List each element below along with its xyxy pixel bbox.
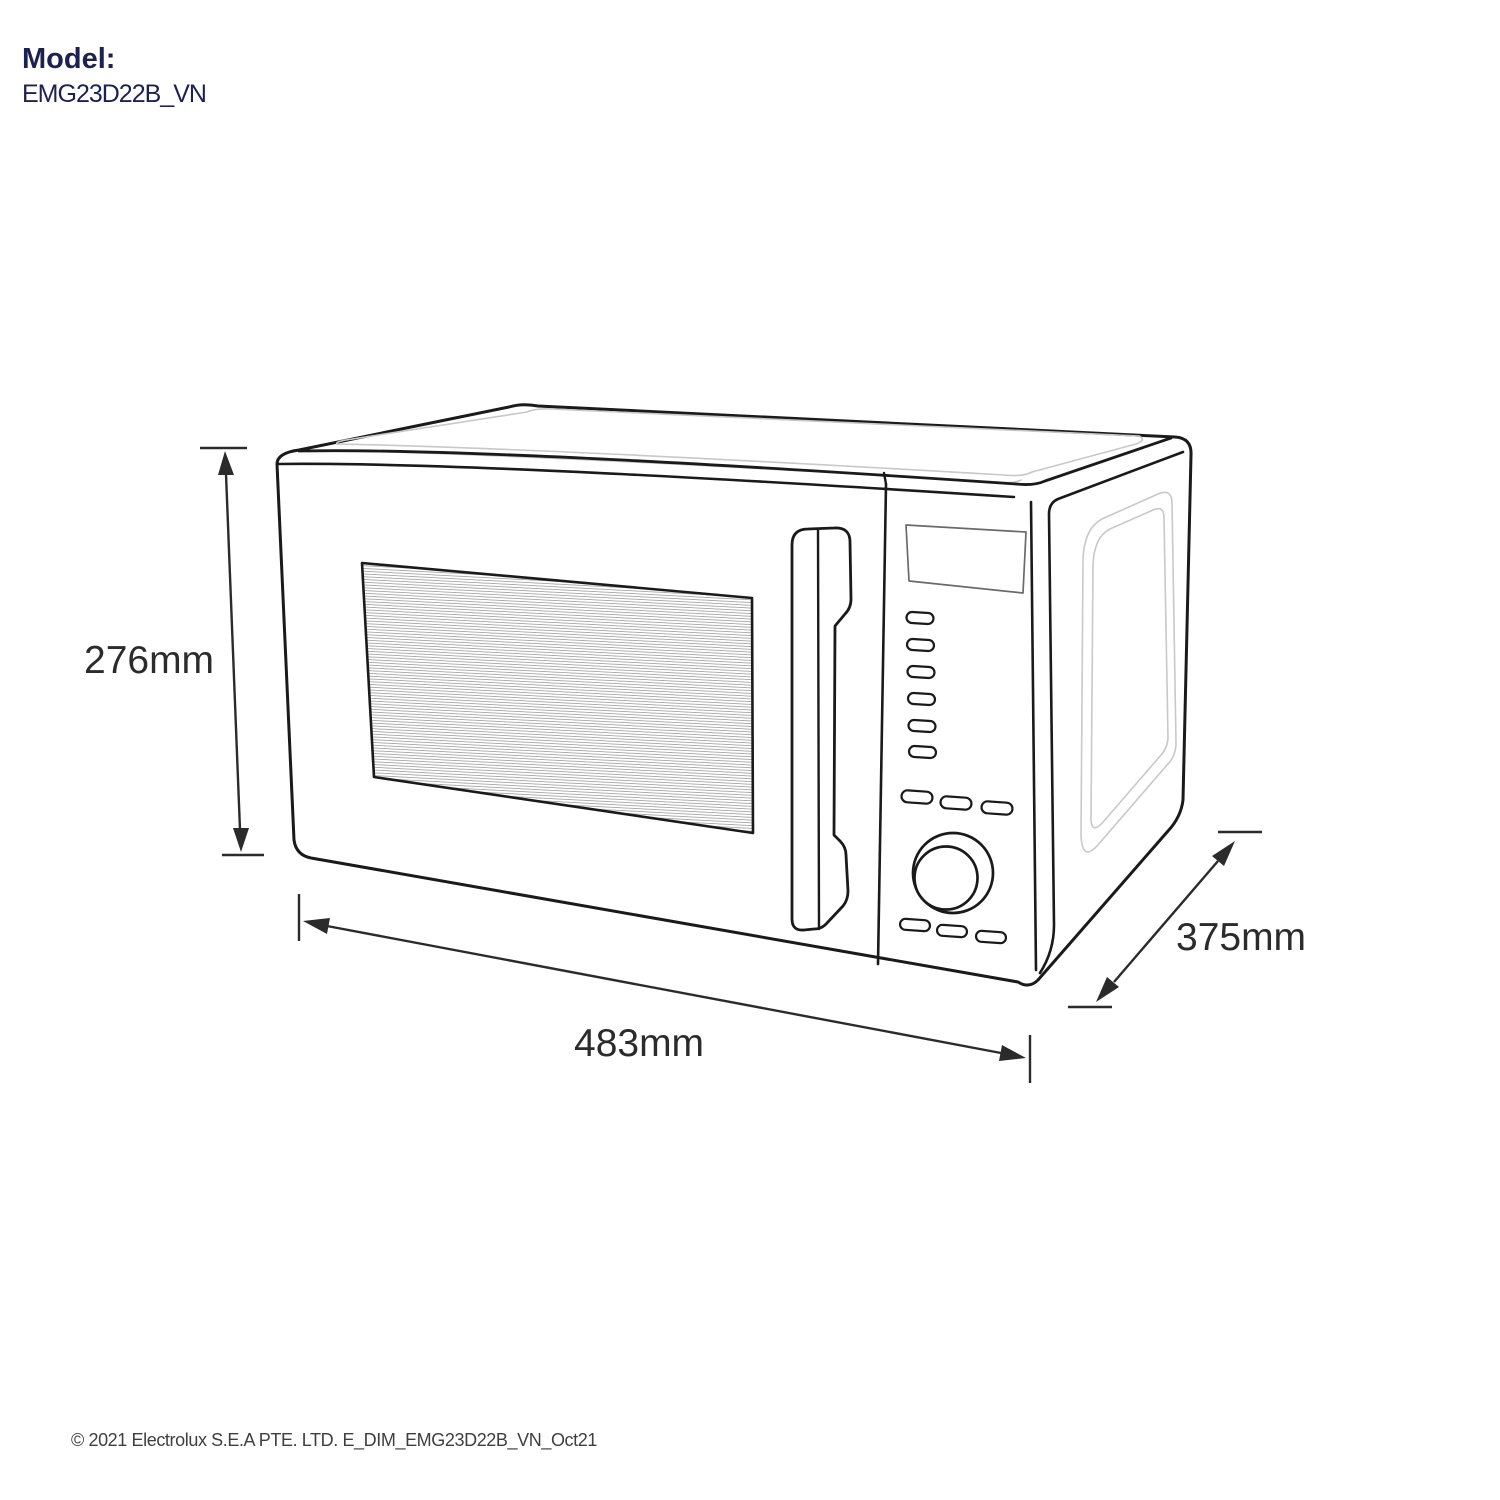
height-dimension-label: 276mm [84,639,214,682]
model-number: EMG23D22B_VN [22,79,207,108]
depth-arrow-up [1212,841,1235,866]
right-face-front-edge [1038,450,1185,975]
door-seam [876,482,888,966]
height-arrow-down [233,828,249,852]
height-dimension-line [224,473,242,831]
side-panel-inset [1080,491,1177,853]
button-column [905,610,938,760]
model-label: Model: [22,43,116,75]
width-dimension-label: 483mm [574,1022,704,1065]
width-dimension-line [326,924,1002,1055]
door-seam-step [882,471,888,486]
front-top-edge-inner [276,462,1016,499]
depth-dimension-line [1113,860,1219,983]
front-right-edge [1029,500,1038,972]
height-dimension [200,446,264,857]
control-panel-display [905,524,1027,594]
button-row-upper [900,789,1014,816]
door-window [360,561,755,835]
depth-arrow-down [1096,977,1119,1002]
depth-dimension-label: 375mm [1176,916,1306,959]
width-arrow-left [303,918,330,934]
width-dimension [297,894,1032,1083]
height-arrow-up [218,451,234,475]
rotary-knob [911,831,995,915]
copyright-text: © 2021 Electrolux S.E.A PTE. LTD. E_DIM_… [71,1430,597,1450]
depth-dimension [1068,830,1262,1009]
width-arrow-right [999,1045,1026,1061]
door-handle [790,526,853,932]
model-block: Model: EMG23D22B_VN [22,43,207,108]
button-row-lower [898,917,1008,945]
front-top-edge [297,436,1173,486]
